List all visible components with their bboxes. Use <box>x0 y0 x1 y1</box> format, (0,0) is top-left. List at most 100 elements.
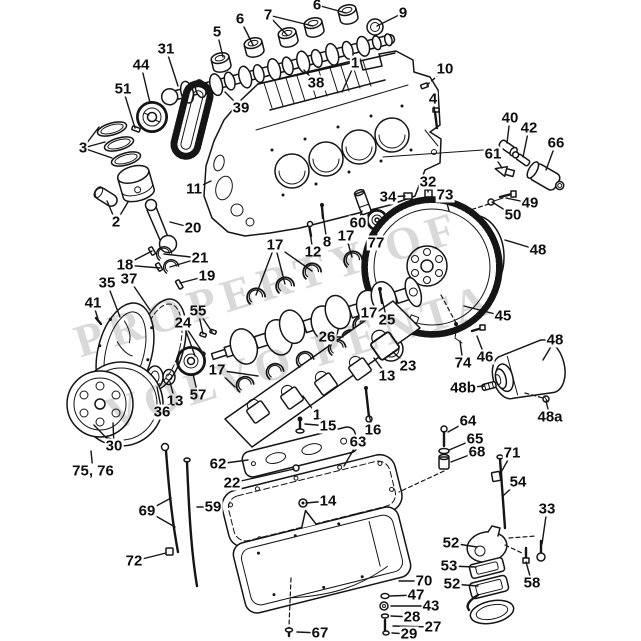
crank-sprocket <box>176 346 206 376</box>
part-label-70: 70 <box>414 572 434 590</box>
part-label-46: 46 <box>475 348 495 366</box>
part-label-15: 15 <box>318 417 338 435</box>
part-label-21: 21 <box>190 249 210 267</box>
part-label-27: 27 <box>423 618 443 636</box>
part-label-25: 25 <box>377 311 397 329</box>
part-label-17: 17 <box>359 304 379 322</box>
part-label-53: 53 <box>439 557 459 575</box>
oil-pan <box>232 506 412 614</box>
part-label-57: 57 <box>188 386 208 404</box>
part-label-34: 34 <box>378 188 398 206</box>
oil-pump-body <box>466 525 537 563</box>
part-label-38: 38 <box>306 74 326 92</box>
part-label-49: 49 <box>520 194 540 212</box>
part-label-66: 66 <box>546 134 566 152</box>
tray-stud <box>292 464 300 472</box>
part-label-29: 29 <box>399 625 419 641</box>
part-label-69: 69 <box>137 502 157 520</box>
part-label-61: 61 <box>483 145 503 163</box>
part-label-35: 35 <box>97 274 117 292</box>
part-label-18: 18 <box>115 256 135 274</box>
part-label-48: 48 <box>545 331 565 349</box>
pan-stud-stack <box>379 592 390 636</box>
part-label-4: 4 <box>427 90 439 108</box>
camshaft <box>160 33 396 106</box>
part-label-17: 17 <box>336 227 356 245</box>
part-label-63: 63 <box>348 433 368 451</box>
piston-pin <box>93 186 118 207</box>
bolt-column <box>398 425 450 493</box>
cam-bearing-set <box>209 2 384 75</box>
harmonic-balancer <box>66 361 164 447</box>
part-label-5: 5 <box>211 23 223 41</box>
senders-and-sensors <box>382 139 565 213</box>
part-label-19: 19 <box>197 267 217 285</box>
part-label-48a: 48a <box>536 408 564 426</box>
part-label-52: 52 <box>441 534 461 552</box>
part-label-14: 14 <box>318 492 338 510</box>
coupler-stub <box>481 380 497 392</box>
pump-gasket <box>468 574 510 600</box>
part-label-67: 67 <box>310 624 330 641</box>
oil-pressure-sender <box>526 161 565 191</box>
part-label-28: 28 <box>402 608 422 626</box>
part-label-11: 11 <box>185 180 203 198</box>
part-label-73: 73 <box>435 186 455 204</box>
timing-chain <box>170 80 214 160</box>
part-label-36: 36 <box>152 403 172 421</box>
part-label-26: 26 <box>317 328 337 346</box>
part-label-16: 16 <box>363 421 383 439</box>
part-label-52: 52 <box>442 575 462 593</box>
part-label-71: 71 <box>502 444 522 462</box>
part-label-55: 55 <box>188 302 208 320</box>
drain-plug <box>284 577 294 638</box>
part-label-44: 44 <box>131 56 151 74</box>
connecting-rod <box>144 198 184 290</box>
part-label-17: 17 <box>207 361 227 379</box>
part-label-17: 17 <box>265 236 285 254</box>
cam-sprocket <box>136 101 168 133</box>
pump-plate <box>468 556 506 580</box>
part-label-72: 72 <box>124 552 144 570</box>
valve-lifter <box>353 189 372 216</box>
part-label-33: 33 <box>537 500 557 518</box>
piston <box>116 164 155 203</box>
part-label-42: 42 <box>519 119 539 137</box>
part-label-64: 64 <box>458 412 478 430</box>
part-label-47: 47 <box>406 586 426 604</box>
part-label-32: 32 <box>418 173 438 191</box>
cover-bolt <box>94 316 103 326</box>
part-label-59: 59 <box>203 498 223 516</box>
part-label-2: 2 <box>110 213 122 231</box>
part-label-58: 58 <box>522 574 542 592</box>
part-label-39: 39 <box>231 99 251 117</box>
part-label-6: 6 <box>234 10 246 28</box>
oil-pickup-screen <box>466 593 515 625</box>
part-label-23: 23 <box>398 357 418 375</box>
piston-rings <box>96 121 142 167</box>
part-label-43: 43 <box>421 597 441 615</box>
part-label-65: 65 <box>465 430 485 448</box>
part-label-10: 10 <box>435 60 455 78</box>
part-label-1: 1 <box>311 406 323 424</box>
crank-key <box>131 125 141 133</box>
part-label-13: 13 <box>377 367 397 385</box>
part-label-20: 20 <box>183 219 203 237</box>
part-label-24: 24 <box>173 314 193 332</box>
part-label-45: 45 <box>493 307 513 325</box>
part-label-22: 22 <box>222 474 242 492</box>
part-label-41: 41 <box>83 294 103 312</box>
part-label-60: 60 <box>348 214 368 232</box>
part-label-48: 48 <box>528 241 548 259</box>
main-bearing-shells-upper <box>243 247 384 346</box>
part-label-54: 54 <box>508 473 528 491</box>
part-label-68: 68 <box>467 443 487 461</box>
part-label-40: 40 <box>500 109 520 127</box>
part-label-6: 6 <box>311 0 323 13</box>
part-label-7: 7 <box>262 6 274 24</box>
part-label-1: 1 <box>349 54 361 72</box>
main-caps-assembly <box>224 300 421 448</box>
